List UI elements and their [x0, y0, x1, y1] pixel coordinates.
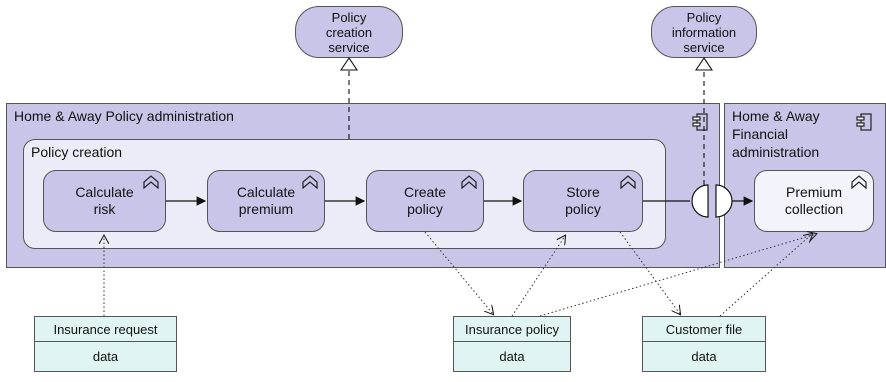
realization-arrowhead [339, 57, 359, 71]
process-chevron-icon [461, 175, 477, 189]
process-label: Premium collection [784, 184, 844, 217]
component-icon [692, 113, 708, 131]
policy-information-service[interactable]: Policy information service [651, 6, 757, 58]
process-label: Calculate premium [236, 184, 296, 217]
access-line [619, 231, 680, 314]
process-label: Calculate risk [75, 184, 134, 217]
data-object-body: data [691, 348, 717, 364]
process-chevron-icon [302, 175, 318, 189]
financial-component-title: Home & Away Financial administration [732, 108, 820, 160]
data-object-body: data [499, 348, 525, 364]
access-line [719, 234, 812, 317]
premium-collection-process[interactable]: Premium collection [754, 170, 874, 232]
calculate-risk-process[interactable]: Calculate risk [43, 170, 166, 232]
create-policy-process[interactable]: Create policy [366, 170, 484, 232]
interface-icon [691, 184, 733, 218]
process-label: Store policy [565, 184, 601, 217]
data-object-title: Customer file [643, 317, 765, 342]
process-chevron-icon [143, 175, 159, 189]
data-object-title: Insurance request [35, 317, 176, 342]
process-chevron-icon [620, 175, 636, 189]
function-title: Policy creation [31, 144, 123, 160]
access-line [539, 234, 816, 317]
insurance-request-data[interactable]: Insurance request data [34, 316, 177, 372]
realization-arrowhead [694, 57, 714, 71]
policy-creation-service[interactable]: Policy creation service [295, 6, 403, 58]
data-object-body: data [92, 348, 119, 364]
access-line [511, 236, 565, 317]
calculate-premium-process[interactable]: Calculate premium [207, 170, 325, 232]
policy-creation-service-label: Policy creation service [325, 9, 373, 55]
insurance-policy-data[interactable]: Insurance policy data [453, 316, 571, 372]
policy-information-service-label: Policy information service [671, 9, 737, 55]
component-icon [856, 113, 872, 131]
process-chevron-icon [851, 175, 867, 189]
process-label: Create policy [403, 184, 447, 217]
store-policy-process[interactable]: Store policy [523, 170, 643, 232]
customer-file-data[interactable]: Customer file data [642, 316, 766, 372]
data-object-title: Insurance policy [454, 317, 570, 342]
access-line [424, 231, 493, 314]
component-title: Home & Away Policy administration [14, 108, 234, 124]
